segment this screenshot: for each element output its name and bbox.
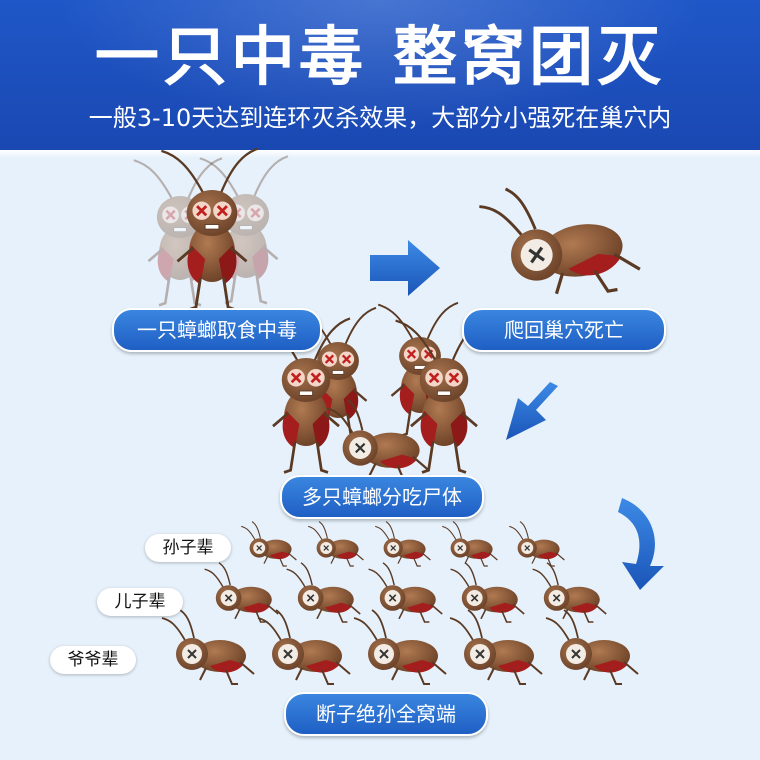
generation-tag-grandchildren: 孙子辈: [145, 534, 231, 562]
header-divider: [0, 150, 760, 158]
step4-label: 断子绝孙全窝端: [284, 692, 488, 736]
generation-tag-grandparents: 爷爷辈: [50, 646, 136, 674]
arrow-right-icon: [370, 240, 440, 296]
grandparent-roach-row: [161, 609, 639, 685]
generation-tag-children: 儿子辈: [97, 588, 183, 616]
child-roach-row: [203, 561, 608, 623]
header-banner: 一只中毒 整窝团灭 一般3-10天达到连环灭杀效果，大部分小强死在巢穴内: [0, 0, 760, 150]
step3-label: 多只蟑螂分吃尸体: [280, 475, 484, 519]
curved-arrow-down-icon: [618, 498, 664, 590]
headline-subtitle: 一般3-10天达到连环灭杀效果，大部分小强死在巢穴内: [88, 104, 672, 132]
header-shine: [0, 0, 760, 150]
step2-label: 爬回巢穴死亡: [462, 308, 666, 352]
headline-title: 一只中毒 整窝团灭: [94, 21, 666, 95]
grandchild-roach-row: [240, 520, 566, 567]
dead-roach-step2: [475, 166, 645, 313]
arrow-down-left-icon: [506, 382, 558, 440]
step1-label: 一只蟑螂取食中毒: [112, 308, 322, 352]
